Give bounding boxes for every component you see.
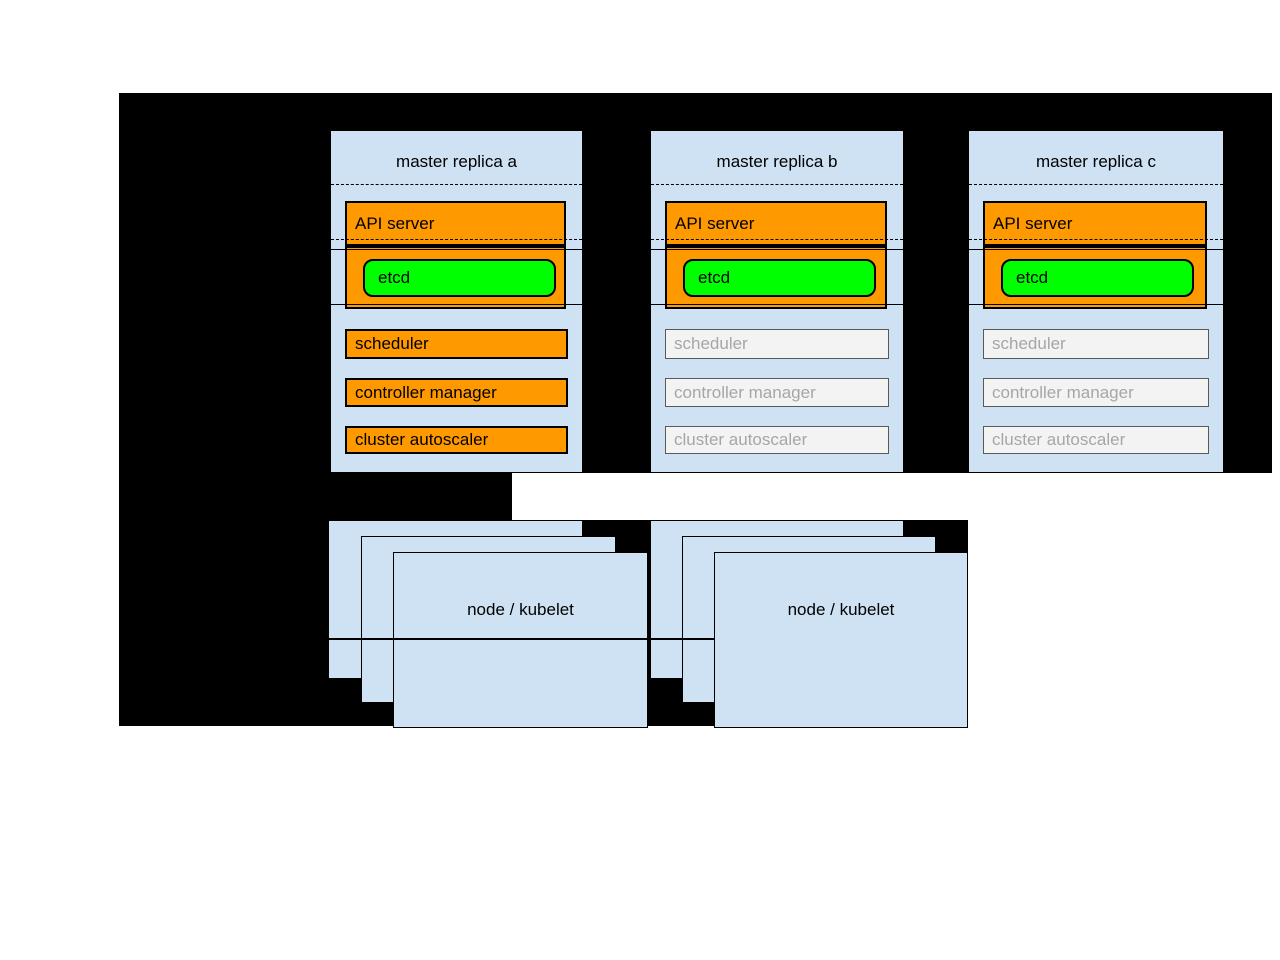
etcd-box: etcd: [363, 259, 556, 297]
master-replica-a-title: master replica a: [396, 152, 517, 171]
etcd-label: etcd: [698, 268, 731, 287]
api-server-box: API server: [665, 201, 887, 246]
controller-manager-label: controller manager: [355, 382, 497, 402]
master-replica-c-box: master replica c API server etcd schedul…: [968, 130, 1224, 473]
api-server-box: API server: [345, 201, 566, 246]
api-server-label: API server: [993, 213, 1073, 233]
api-server-dashed-line: [331, 239, 582, 240]
title-divider-dashed-line: [651, 184, 903, 185]
etcd-container-box: etcd: [345, 246, 566, 309]
etcd-bottom-rule-line: [969, 304, 1223, 305]
etcd-bottom-rule-line: [651, 304, 903, 305]
cluster-autoscaler-label: cluster autoscaler: [355, 430, 489, 449]
cluster-autoscaler-box-inactive: cluster autoscaler: [665, 426, 889, 454]
scheduler-label: scheduler: [992, 334, 1066, 353]
scheduler-label: scheduler: [674, 334, 748, 353]
controller-manager-box-inactive: controller manager: [983, 378, 1209, 407]
master-replica-a-box: master replica a API server etcd schedul…: [330, 130, 583, 473]
master-replica-b-title: master replica b: [716, 152, 838, 171]
etcd-top-rule-line: [331, 249, 582, 250]
node-kubelet-label: node / kubelet: [787, 600, 895, 619]
cluster-autoscaler-box: cluster autoscaler: [345, 426, 568, 454]
etcd-label: etcd: [378, 268, 411, 287]
cluster-autoscaler-label: cluster autoscaler: [992, 430, 1126, 449]
etcd-container-box: etcd: [983, 246, 1207, 309]
api-server-label: API server: [355, 213, 435, 233]
title-divider-dashed-line: [331, 184, 582, 185]
node-stack1-front-box: node / kubelet: [393, 552, 648, 728]
scheduler-box: scheduler: [345, 329, 568, 359]
node-divider-line: [328, 638, 714, 640]
api-server-dashed-line: [651, 239, 903, 240]
cluster-autoscaler-label: cluster autoscaler: [674, 430, 808, 449]
etcd-top-rule-line: [651, 249, 903, 250]
background-panel-left-strip: [119, 473, 512, 520]
title-divider-dashed-line: [969, 184, 1223, 185]
scheduler-label: scheduler: [355, 334, 429, 353]
etcd-label: etcd: [1016, 268, 1049, 287]
etcd-box: etcd: [683, 259, 876, 297]
etcd-top-rule-line: [969, 249, 1223, 250]
controller-manager-label: controller manager: [992, 382, 1134, 402]
master-replica-c-title: master replica c: [1036, 152, 1156, 171]
master-replica-b-box: master replica b API server etcd schedul…: [650, 130, 904, 473]
controller-manager-label: controller manager: [674, 382, 816, 402]
controller-manager-box-inactive: controller manager: [665, 378, 889, 407]
etcd-bottom-rule-line: [331, 304, 582, 305]
etcd-box: etcd: [1001, 259, 1194, 297]
api-server-label: API server: [675, 213, 755, 233]
controller-manager-box: controller manager: [345, 378, 568, 407]
cluster-autoscaler-box-inactive: cluster autoscaler: [983, 426, 1209, 454]
api-server-box: API server: [983, 201, 1207, 246]
node-kubelet-label: node / kubelet: [467, 600, 574, 619]
etcd-container-box: etcd: [665, 246, 887, 309]
api-server-dashed-line: [969, 239, 1223, 240]
scheduler-box-inactive: scheduler: [983, 329, 1209, 359]
node-stack2-front-box: node / kubelet: [714, 552, 968, 728]
scheduler-box-inactive: scheduler: [665, 329, 889, 359]
